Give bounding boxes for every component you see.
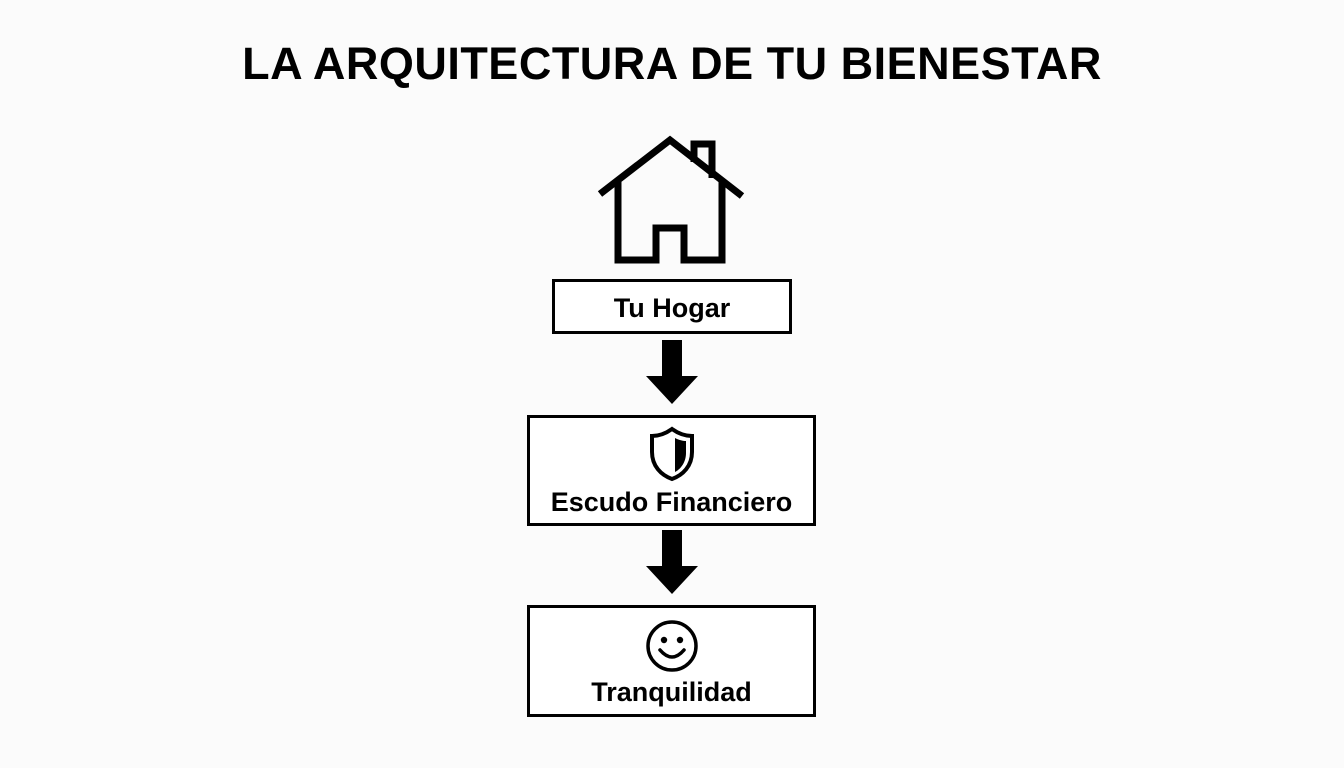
smiley-icon <box>645 620 698 672</box>
down-arrow-icon <box>646 340 698 404</box>
node-escudo-label: Escudo Financiero <box>550 487 793 517</box>
node-escudo-financiero: Escudo Financiero <box>527 415 816 526</box>
shield-icon <box>649 426 694 482</box>
node-hogar: Tu Hogar <box>552 279 792 334</box>
node-tranquilidad-label: Tranquilidad <box>591 677 752 707</box>
node-hogar-label: Tu Hogar <box>613 293 731 323</box>
diagram-title: LA ARQUITECTURA DE TU BIENESTAR <box>242 38 1102 89</box>
house-icon <box>597 135 745 264</box>
node-tranquilidad: Tranquilidad <box>527 605 816 717</box>
down-arrow-icon <box>646 530 698 594</box>
